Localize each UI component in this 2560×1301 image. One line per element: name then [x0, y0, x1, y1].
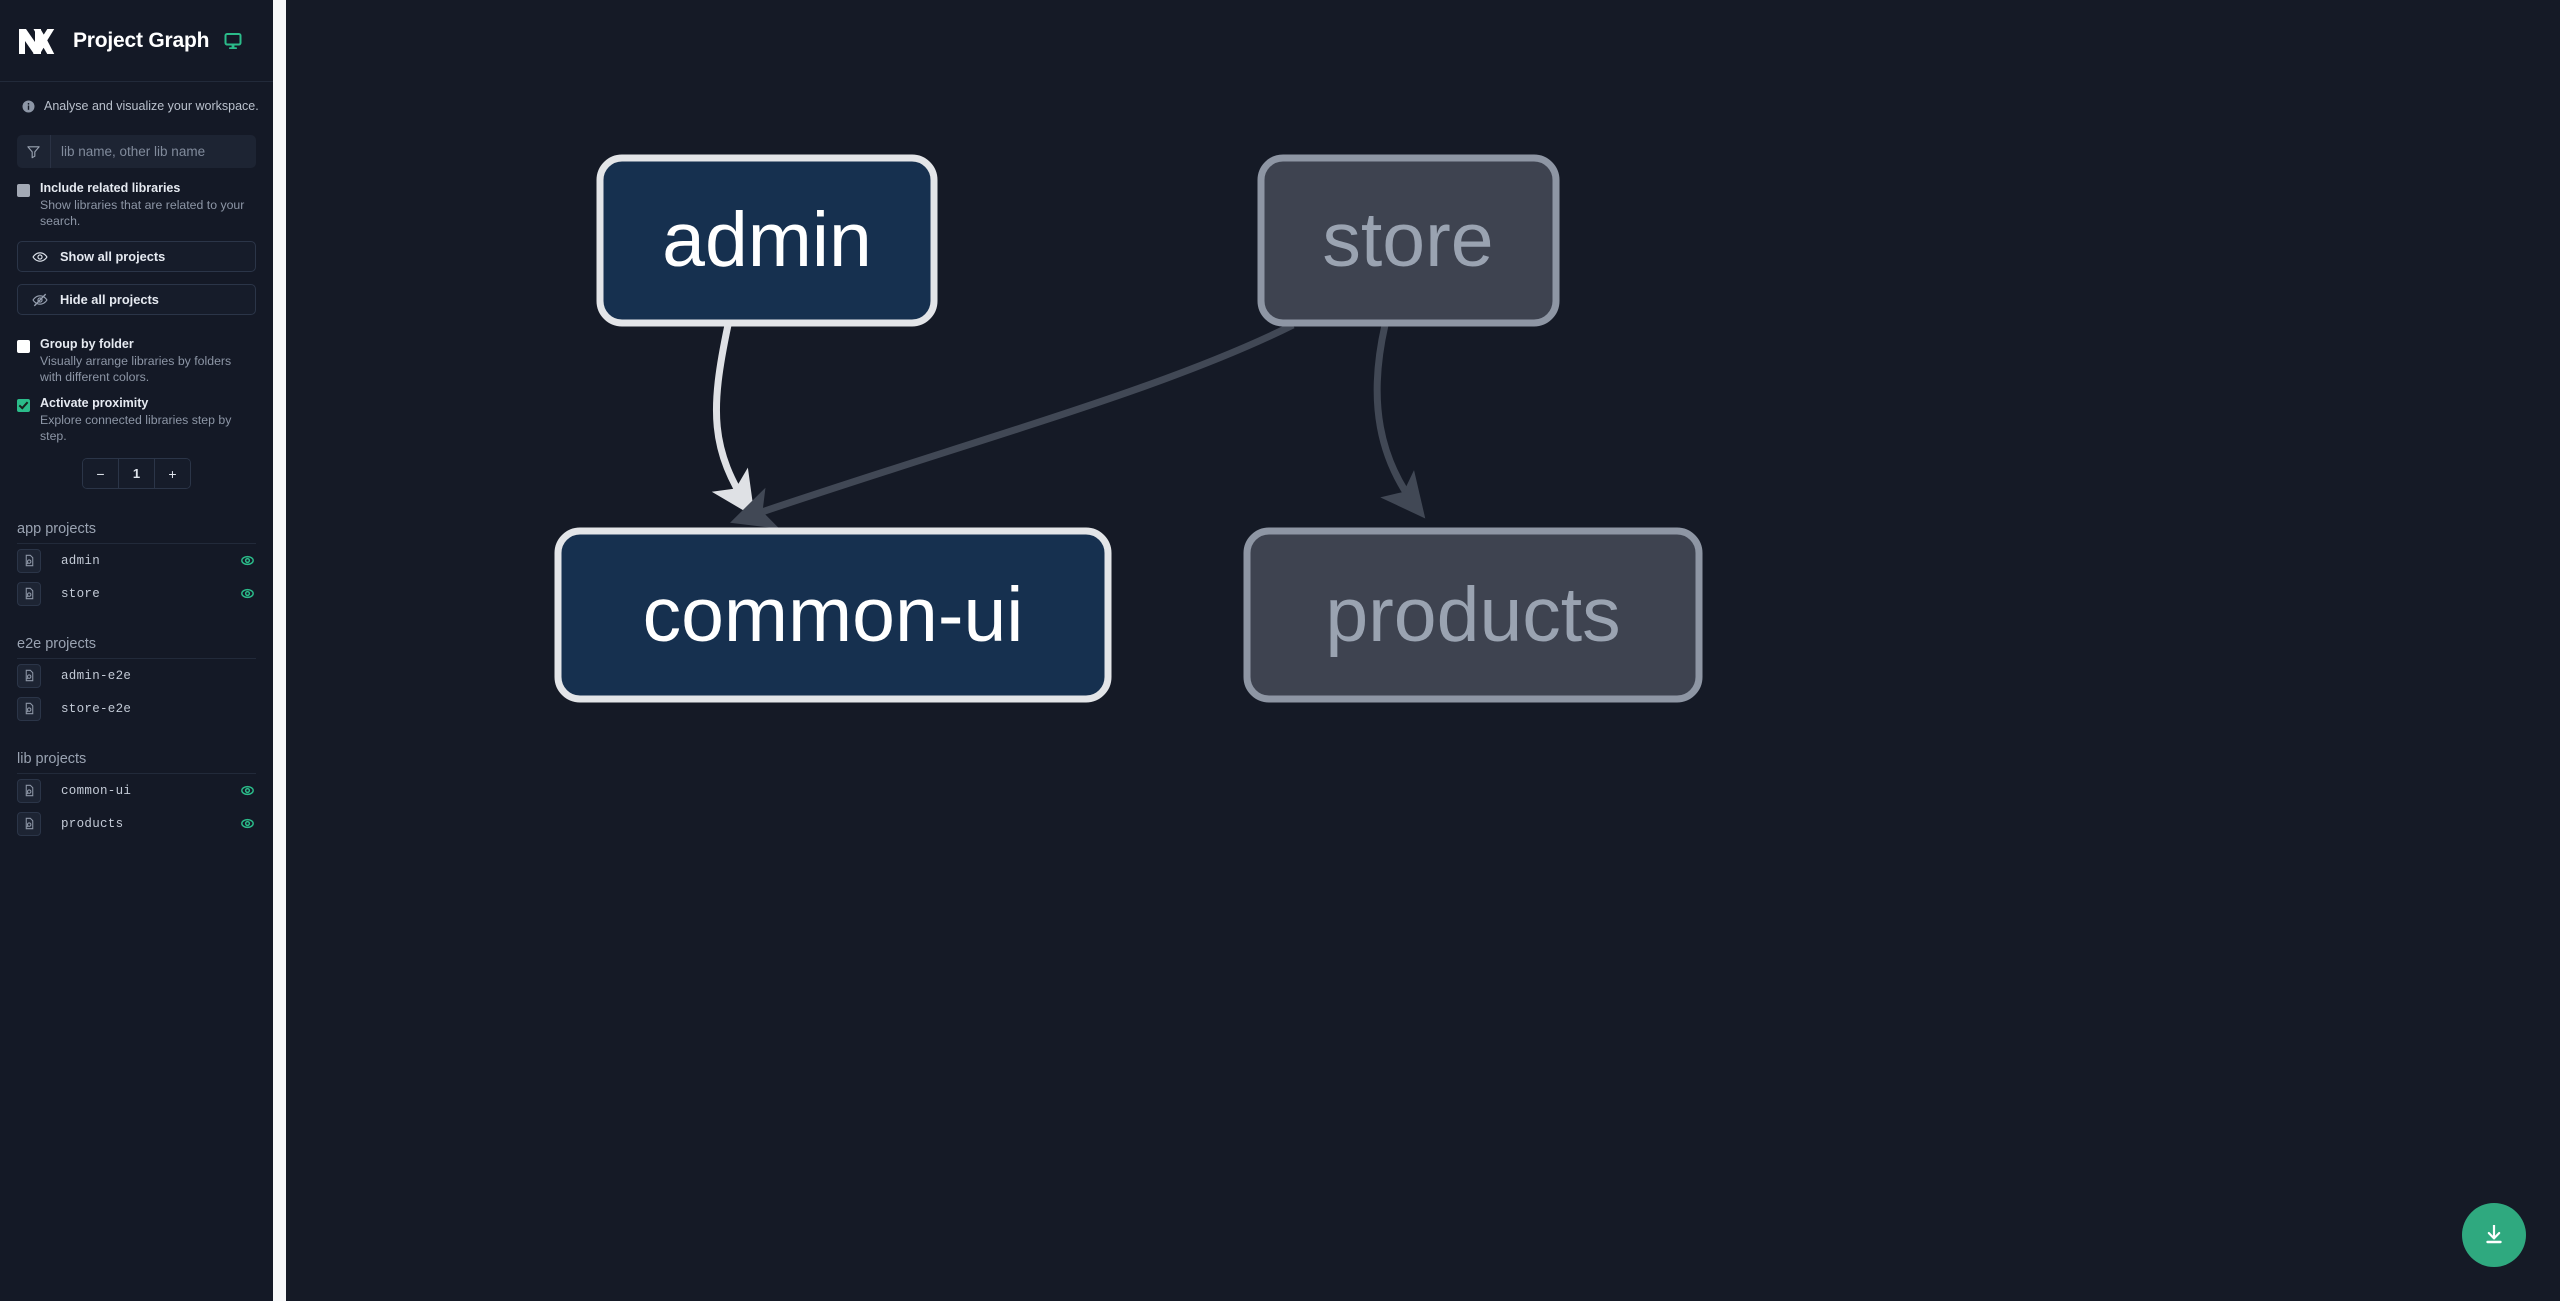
project-file-icon [17, 663, 41, 688]
project-file-icon [17, 696, 41, 721]
proximity-stepper[interactable]: − 1 + [82, 458, 191, 489]
download-icon [2481, 1221, 2507, 1250]
node-store-shape[interactable] [1257, 154, 1560, 327]
graph-node-store[interactable]: store [1257, 154, 1560, 327]
project-row-admin[interactable]: admin [17, 544, 256, 577]
graph-node-products[interactable]: products [1243, 527, 1703, 703]
sidebar-header: Project Graph [0, 0, 273, 82]
project-row-store[interactable]: store [17, 577, 256, 610]
project-name: common-ui [61, 783, 132, 798]
node-products-shape[interactable] [1243, 527, 1703, 703]
hide-all-projects-button[interactable]: Hide all projects [17, 284, 256, 315]
project-file-icon [17, 548, 41, 573]
nx-logo-icon [17, 26, 59, 56]
sidebar: Project Graph Analyse and visualize your… [0, 0, 273, 1301]
graph-canvas[interactable]: admin store common-ui products [273, 0, 2560, 1301]
eye-icon-placeholder [239, 667, 256, 684]
group-heading-e2e-projects: e2e projects [17, 636, 256, 659]
option-description: Visually arrange libraries by folders wi… [40, 354, 232, 384]
option-group-by-folder[interactable]: Group by folder Visually arrange librari… [17, 337, 256, 385]
eye-icon[interactable] [239, 552, 256, 569]
checkbox-group-by-folder[interactable] [17, 340, 30, 353]
eye-icon [32, 249, 48, 265]
project-row-store-e2e[interactable]: store-e2e [17, 692, 256, 725]
group-heading-lib-projects: lib projects [17, 751, 256, 774]
graph-nodes: admin store common-ui products [554, 154, 1703, 703]
node-common-ui-label: common-ui [643, 572, 1024, 658]
eye-icon[interactable] [239, 585, 256, 602]
tagline-text: Analyse and visualize your workspace. [44, 99, 259, 113]
monitor-icon[interactable] [223, 31, 243, 51]
node-admin-label: admin [662, 197, 872, 283]
eye-off-icon [32, 292, 48, 308]
eye-icon[interactable] [239, 815, 256, 832]
info-icon [22, 100, 35, 113]
page-title: Project Graph [73, 28, 210, 52]
checkbox-activate-proximity[interactable] [17, 399, 30, 412]
graph-edges [711, 321, 1426, 529]
project-name: store-e2e [61, 701, 132, 716]
node-common-ui-shape[interactable] [554, 527, 1112, 703]
project-graph-svg: admin store common-ui products [554, 154, 1703, 703]
option-description: Explore connected libraries step by step… [40, 413, 232, 443]
project-name: admin-e2e [61, 668, 132, 683]
tagline: Analyse and visualize your workspace. [0, 82, 273, 113]
option-description: Show libraries that are related to your … [40, 198, 245, 228]
filter-icon [17, 135, 51, 168]
edge-store-to-products [1373, 324, 1426, 519]
graph-node-admin[interactable]: admin [596, 154, 938, 327]
proximity-decrement-button[interactable]: − [83, 459, 118, 488]
proximity-increment-button[interactable]: + [155, 459, 190, 488]
download-graph-button[interactable] [2462, 1203, 2526, 1267]
show-all-projects-button[interactable]: Show all projects [17, 241, 256, 272]
checkbox-include-related-libraries[interactable] [17, 184, 30, 197]
sidebar-body: Include related libraries Show libraries… [0, 135, 273, 840]
project-row-products[interactable]: products [17, 807, 256, 840]
edge-store-to-common-ui [730, 321, 1295, 529]
project-row-admin-e2e[interactable]: admin-e2e [17, 659, 256, 692]
option-label: Include related libraries [40, 181, 181, 195]
node-store-label: store [1322, 197, 1493, 283]
project-file-icon [17, 581, 41, 606]
project-row-common-ui[interactable]: common-ui [17, 774, 256, 807]
graph-node-common-ui[interactable]: common-ui [554, 527, 1112, 703]
show-all-projects-label: Show all projects [60, 249, 166, 264]
project-name: store [61, 586, 101, 601]
edge-admin-to-common-ui [711, 324, 755, 517]
search-field[interactable] [17, 135, 256, 168]
option-activate-proximity[interactable]: Activate proximity Explore connected lib… [17, 396, 256, 444]
option-label: Group by folder [40, 337, 134, 351]
eye-icon[interactable] [239, 782, 256, 799]
project-name: products [61, 816, 124, 831]
option-label: Activate proximity [40, 396, 149, 410]
sidebar-resize-handle[interactable] [273, 0, 286, 1301]
project-name: admin [61, 553, 101, 568]
group-heading-app-projects: app projects [17, 521, 256, 544]
project-file-icon [17, 778, 41, 803]
proximity-value: 1 [118, 459, 155, 488]
eye-icon-placeholder [239, 700, 256, 717]
search-input[interactable] [51, 135, 256, 168]
hide-all-projects-label: Hide all projects [60, 292, 159, 307]
project-file-icon [17, 811, 41, 836]
option-include-related-libraries[interactable]: Include related libraries Show libraries… [17, 181, 256, 229]
node-products-label: products [1325, 572, 1620, 658]
node-admin-shape[interactable] [596, 154, 938, 327]
